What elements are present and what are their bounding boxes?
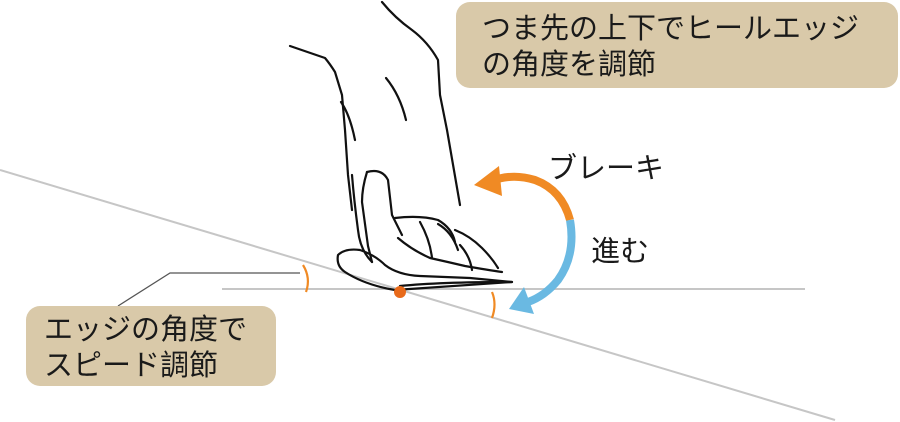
- callout-bottom: エッジの角度で スピード調節: [26, 306, 276, 386]
- advance-arrowhead: [509, 287, 534, 314]
- callout-bottom-line1: エッジの角度で: [44, 312, 248, 346]
- foot-on-board-icon: [288, 0, 514, 292]
- brake-arrow: [490, 172, 574, 222]
- callout-top-line1: つま先の上下でヒールエッジ: [482, 11, 860, 45]
- angle-mark-right: [490, 291, 496, 319]
- callout-top-line2: の角度を調節: [482, 47, 657, 81]
- advance-arrow: [526, 219, 576, 306]
- label-brake: ブレーキ: [548, 151, 665, 185]
- label-advance: 進む: [591, 234, 650, 268]
- pivot-dot: [394, 286, 406, 298]
- brake-arrowhead: [474, 166, 502, 196]
- leader-line: [117, 272, 300, 307]
- angle-mark-left: [302, 264, 310, 293]
- callout-top: つま先の上下でヒールエッジ の角度を調節: [456, 2, 898, 88]
- slope-line: [0, 169, 836, 421]
- callout-bottom-line2: スピード調節: [44, 348, 219, 382]
- curved-double-arrow-icon: [474, 166, 576, 314]
